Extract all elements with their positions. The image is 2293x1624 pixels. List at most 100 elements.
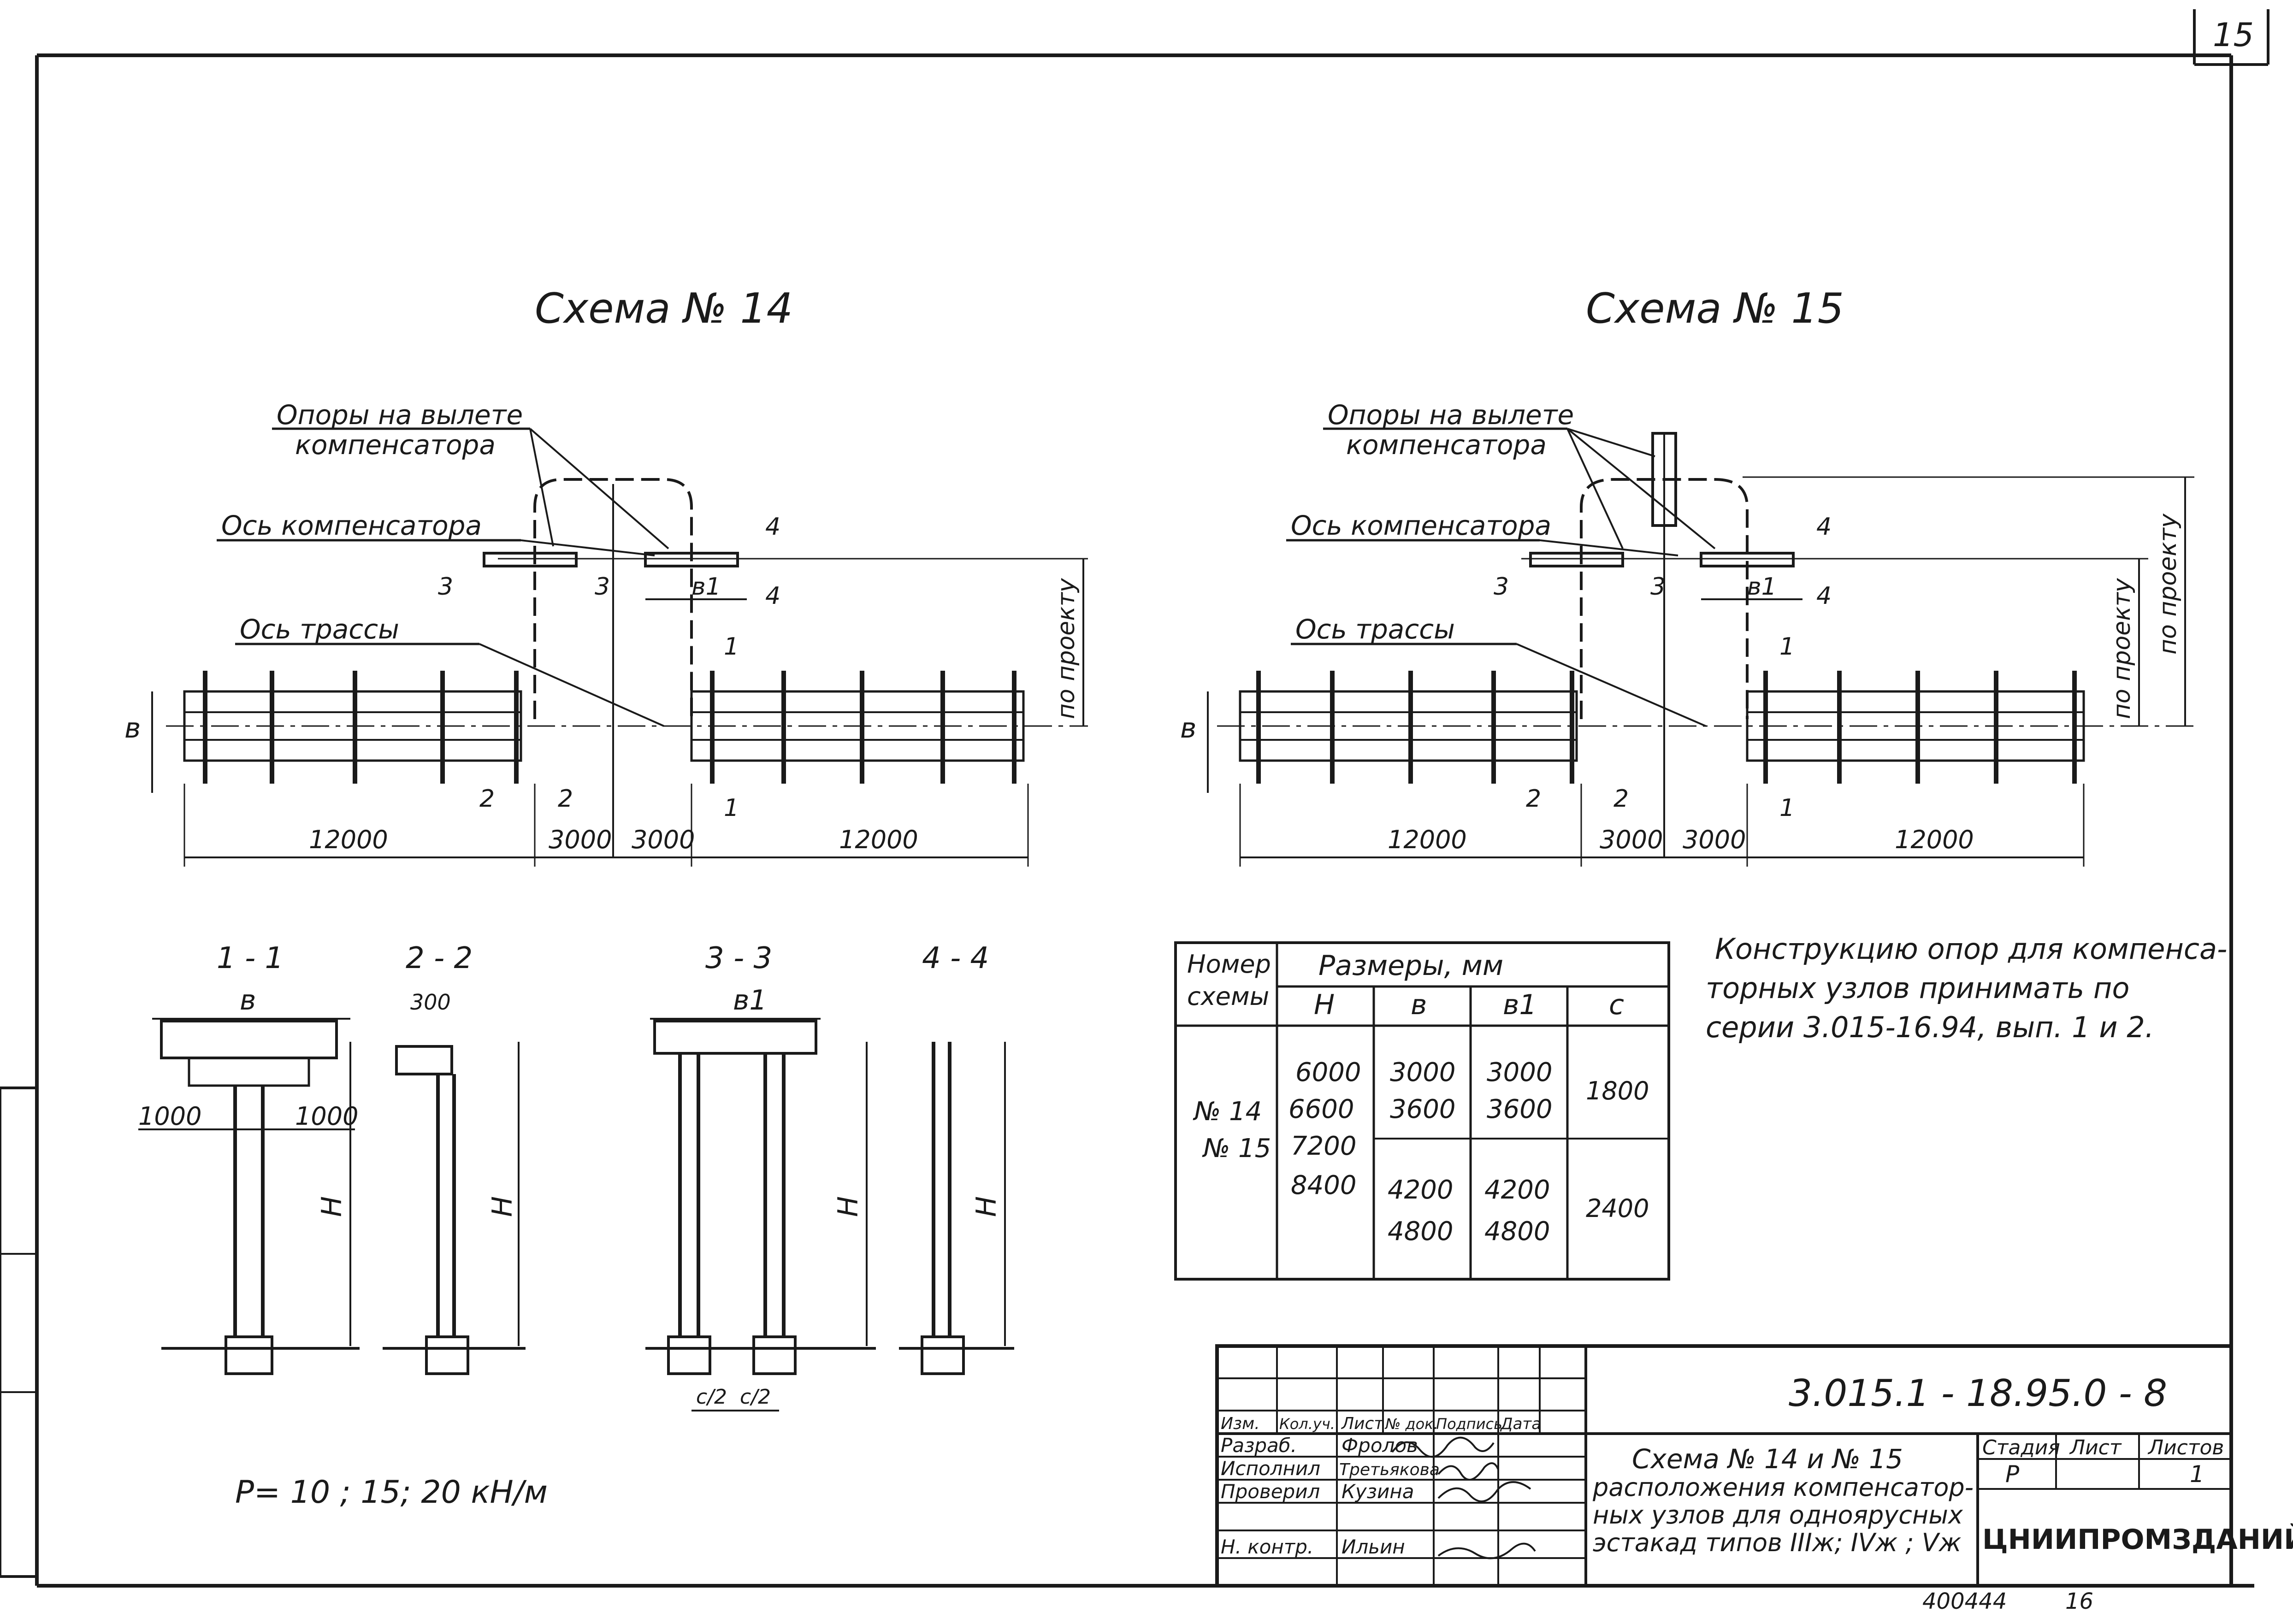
tb-header-list: Лист (1341, 1414, 1384, 1433)
bottom-number-2: 16 (2065, 1589, 2093, 1614)
scheme-15-supports-label-2: компенсатора (1346, 429, 1547, 461)
scheme-14-cut-3b: 3 (595, 573, 610, 601)
section-4-4-title: 4 - 4 (922, 941, 989, 975)
section-3-3: 3 - 3 в1 с/2 с/2 H (645, 941, 876, 1411)
table-b-3000: 3000 (1390, 1057, 1456, 1087)
title-block: Изм. Кол.уч. Лист № док. Подпись Дата Ра… (1215, 1344, 2293, 1588)
construction-note: Конструкцию опор для компенса- торных уз… (1706, 932, 2227, 1044)
scheme-14-dim-4: 12000 (839, 825, 918, 854)
tb-header-date: Дата (1500, 1415, 1541, 1433)
load-note: P= 10 ; 15; 20 кН/м (235, 1474, 548, 1511)
scheme-14-dim-1: 12000 (309, 825, 388, 854)
scheme-15-dim-1: 12000 (1388, 825, 1467, 854)
table-header-group: Размеры, мм (1318, 950, 1503, 982)
section-2-2-top: 300 (410, 990, 451, 1015)
tb-sheet-label: Лист (2069, 1436, 2122, 1459)
table-scheme-15: № 15 (1202, 1134, 1271, 1163)
scheme-15-supports-label-1: Опоры на вылете (1328, 399, 1574, 431)
tb-role-nkontr: Н. контр. (1221, 1535, 1313, 1558)
tb-name-kuzina: Кузина (1342, 1480, 1414, 1503)
section-1-1-right: 1000 (295, 1102, 358, 1131)
tb-stage-label: Стадия (1982, 1436, 2060, 1459)
scheme-15-dim-b1: в1 (1747, 573, 1777, 601)
scheme-14-comp-axis-label: Ось компенсатора (221, 510, 482, 541)
scheme-14: Схема № 14 Опоры на вылете компенсатора … (124, 284, 1088, 867)
scheme-14-dim-2: 3000 (549, 825, 612, 854)
section-4-4: 4 - 4 H (899, 941, 1014, 1375)
scheme-14-cut-2a: 2 (479, 785, 495, 813)
scheme-14-title: Схема № 14 (535, 284, 793, 333)
bottom-number-1: 400444 (1922, 1589, 2007, 1614)
table-b-4800: 4800 (1388, 1217, 1454, 1246)
scheme-14-dim-b: в (124, 712, 141, 744)
table-header-c: с (1609, 989, 1624, 1021)
tb-desc-1: Схема № 14 и № 15 (1632, 1443, 1903, 1475)
scheme-15-cut-1b: 1 (1779, 794, 1795, 822)
scheme-14-dim-project: по проекту (1052, 578, 1080, 719)
scheme-15-dim-b: в (1180, 712, 1196, 744)
tb-role-ispolnil: Исполнил (1221, 1457, 1320, 1480)
signature-frolov (1391, 1436, 1495, 1458)
tb-header-kol: Кол.уч. (1279, 1415, 1335, 1433)
table-b1-4800: 4800 (1484, 1217, 1550, 1246)
tb-header-sign: Подпись (1436, 1415, 1502, 1433)
scheme-15-cut-2b: 2 (1613, 785, 1629, 813)
signature-tretyakova (1437, 1462, 1499, 1481)
scheme-15-cut-1a: 1 (1779, 633, 1795, 661)
scheme-15-cut-3b: 3 (1650, 573, 1666, 601)
section-2-2: 2 - 2 300 H (383, 941, 526, 1375)
signature-kuzina (1437, 1481, 1531, 1502)
scheme-15-dim-project-2: по проекту (2154, 513, 2182, 655)
dimensions-table: Номер схемы Размеры, мм H в в1 с № 14 № … (1174, 941, 1670, 1281)
table-header-b1: в1 (1503, 989, 1537, 1021)
table-h-7200: 7200 (1291, 1131, 1357, 1161)
scheme-14-route-axis-label: Ось трассы (240, 614, 399, 645)
section-3-3-h: H (832, 1196, 864, 1217)
scheme-15: Схема № 15 Опоры на вылете компенсатора … (1180, 284, 2194, 867)
tb-name-tretyakova: Третьякова (1339, 1460, 1440, 1479)
scheme-15-title: Схема № 15 (1586, 284, 1844, 333)
table-header-h: H (1314, 989, 1335, 1021)
scheme-14-cut-2b: 2 (558, 785, 573, 813)
section-1-1-h: H (316, 1196, 348, 1217)
sheet-frame: 15 (0, 9, 2269, 1588)
scheme-15-dim-2: 3000 (1600, 825, 1663, 854)
tb-header-izm: Изм. (1221, 1414, 1260, 1433)
scheme-14-cut-1b: 1 (724, 794, 739, 822)
section-3-3-b1: в1 (733, 984, 767, 1016)
section-1-1: 1 - 1 в 1000 1000 H (138, 941, 360, 1375)
table-header-scheme-1: Номер (1187, 950, 1271, 979)
scheme-14-cut-3a: 3 (438, 573, 453, 601)
tb-role-proveril: Проверил (1221, 1480, 1320, 1503)
scheme-14-cut-1a: 1 (724, 633, 739, 661)
section-1-1-left: 1000 (138, 1102, 201, 1131)
scheme-14-supports-label-2: компенсатора (295, 429, 496, 461)
scheme-15-cut-3a: 3 (1494, 573, 1509, 601)
section-4-4-h: H (970, 1196, 1003, 1217)
tb-sheets-label: Листов (2147, 1436, 2224, 1459)
table-b1-3600: 3600 (1487, 1094, 1553, 1124)
tb-organization: ЦНИИПРОМЗДАНИЙ (1982, 1523, 2293, 1556)
scheme-14-cut-4a: 4 (765, 513, 780, 541)
tb-name-ilyin: Ильин (1342, 1535, 1405, 1558)
table-h-8400: 8400 (1291, 1170, 1357, 1200)
table-scheme-14: № 14 (1193, 1097, 1262, 1127)
scheme-15-dim-project: по проекту (2108, 578, 2136, 719)
table-b1-4200: 4200 (1484, 1175, 1550, 1205)
page-number: 15 (2213, 16, 2254, 54)
table-h-6600: 6600 (1288, 1094, 1354, 1124)
signature-ilyin (1437, 1542, 1536, 1559)
tb-desc-4: эстакад типов IIIж; IVж ; Vж (1593, 1528, 1962, 1557)
scheme-14-cut-4b: 4 (765, 582, 780, 610)
tb-name-frolov: Фролов (1342, 1434, 1418, 1457)
scheme-15-comp-axis-label: Ось компенсатора (1291, 510, 1551, 541)
scheme-15-dim-3: 3000 (1683, 825, 1746, 854)
scheme-15-cut-4a: 4 (1816, 513, 1832, 541)
note-line-2: торных узлов принимать по (1706, 971, 2129, 1005)
scheme-15-cut-2a: 2 (1526, 785, 1541, 813)
section-3-3-c2: с/2 (740, 1385, 771, 1409)
section-1-1-title: 1 - 1 (217, 941, 284, 975)
table-b1-3000: 3000 (1487, 1057, 1553, 1087)
scheme-14-dim-b1: в1 (691, 573, 721, 601)
